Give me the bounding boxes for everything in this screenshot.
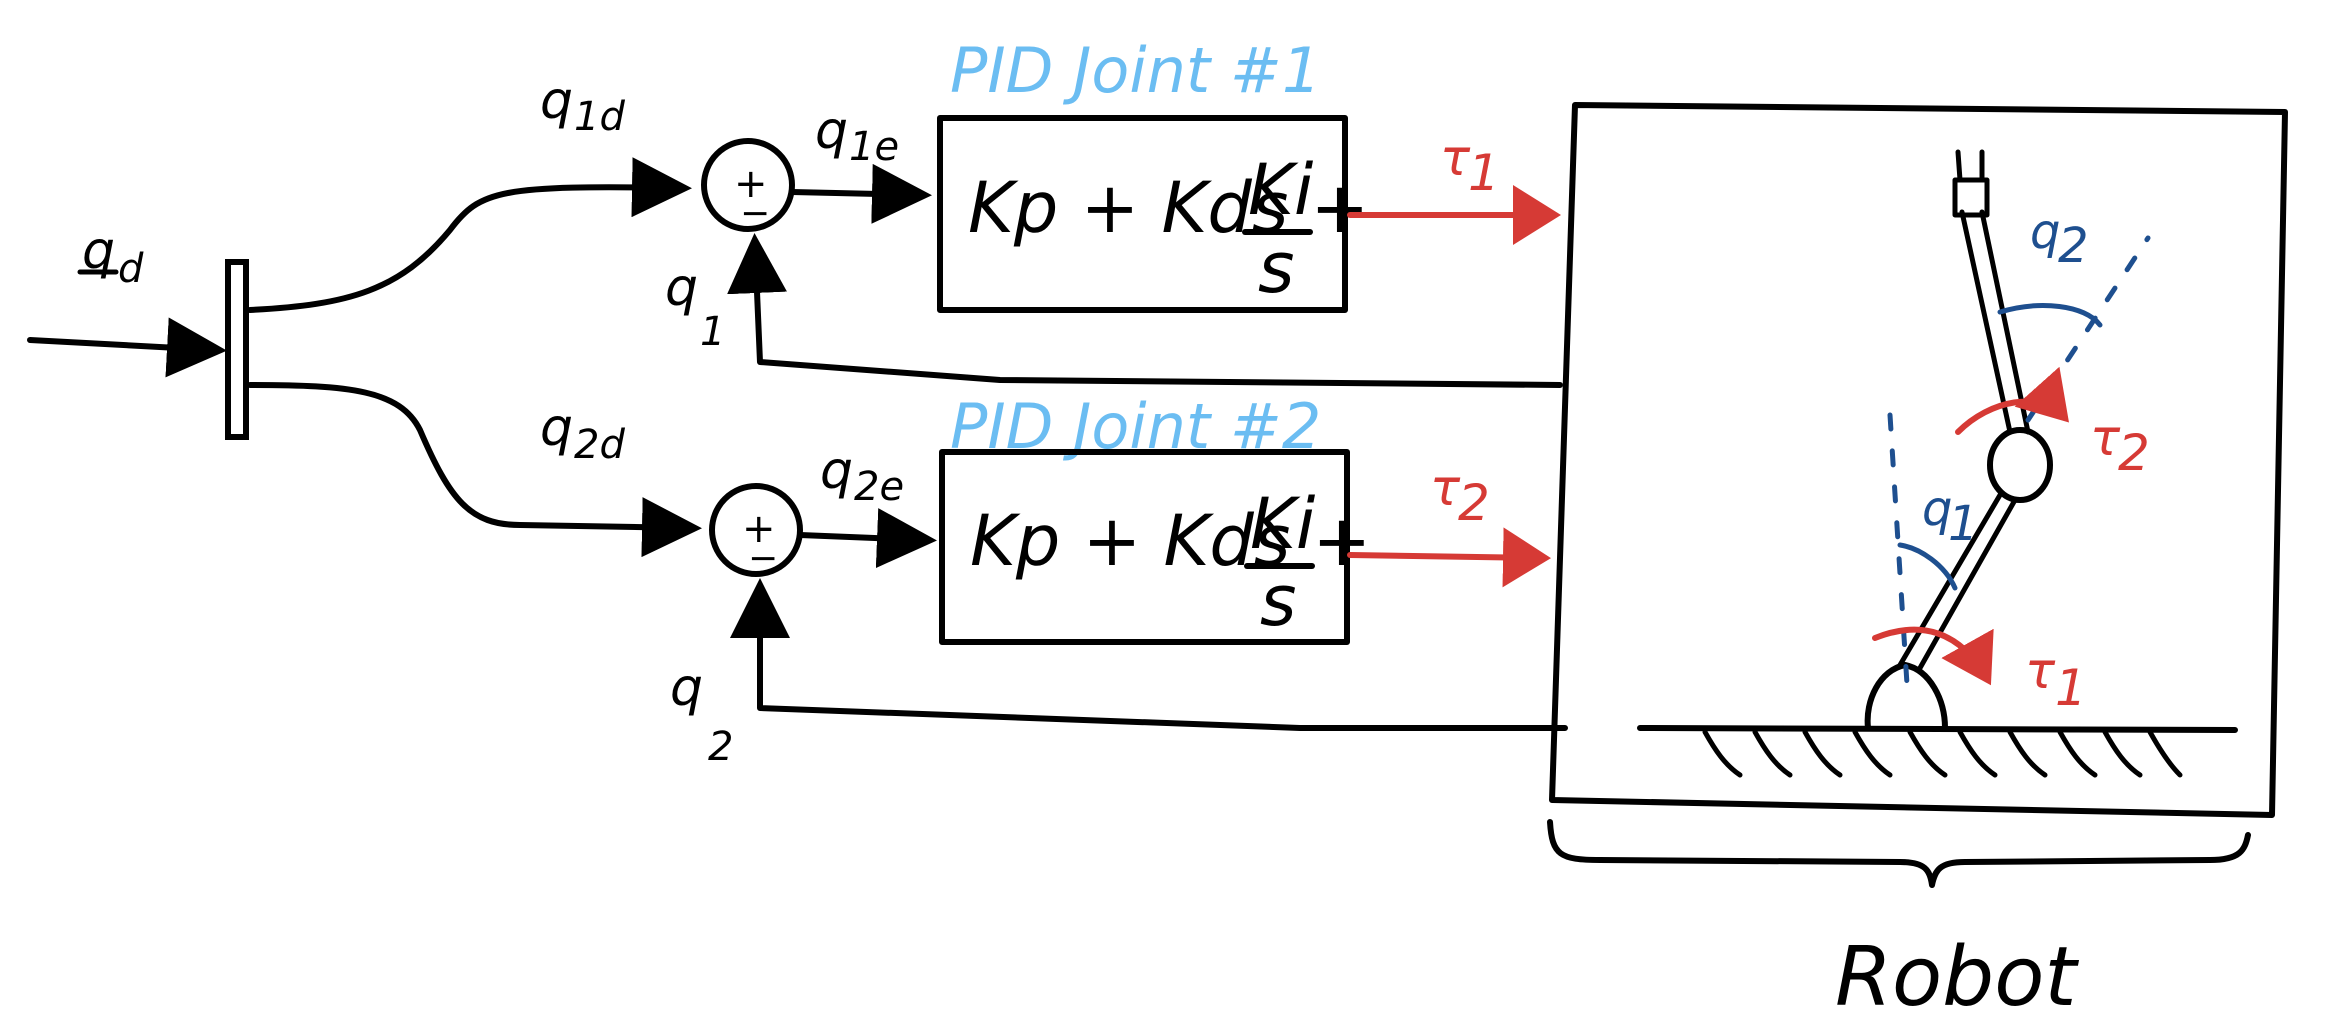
q1-feedback-subscript: 1	[700, 309, 725, 355]
q2-feedback-label: q	[670, 658, 703, 718]
robot-torque1-subscript: 1	[2055, 659, 2087, 717]
summer2-plus: +	[742, 506, 776, 552]
link1-right-edge	[1917, 497, 2018, 671]
demux-bar	[225, 259, 249, 440]
q1d-signal-line	[247, 157, 692, 313]
pid-joint2-block	[939, 449, 1350, 645]
summer2-minus: −	[748, 538, 778, 579]
ground-line	[1637, 725, 2238, 733]
q1d-label: q	[540, 71, 573, 131]
q1-feedback-label: q	[665, 258, 698, 318]
input-vector-label: q d	[77, 221, 144, 292]
q2-angle-arc	[1997, 303, 2103, 328]
torque2-arrow	[1347, 527, 1551, 588]
q1e-label: q	[815, 101, 848, 161]
link2-left-edge	[1959, 209, 2013, 435]
torque2-label: τ	[1430, 459, 1461, 517]
pid-joint1-block	[937, 115, 1348, 313]
robot-torque1-label: τ	[2025, 642, 2056, 700]
input-q-subscript: d	[118, 246, 144, 292]
q1e-subscript: 1e	[849, 124, 899, 170]
robot-brace	[1547, 819, 2251, 888]
q2d-signal-line	[247, 382, 702, 558]
summing-junction-1	[701, 138, 795, 232]
q1-angle-label: q	[1922, 481, 1952, 537]
q1d-subscript: 1d	[574, 94, 625, 140]
robot-torque2-subscript: 2	[2118, 424, 2150, 482]
summer1-plus: +	[734, 161, 768, 207]
q2-angle-subscript: 2	[2058, 218, 2089, 274]
gripper-finger-left	[1955, 149, 1963, 183]
pid2-tf-numerator: Ki	[1250, 483, 1316, 565]
robot-label: Robot	[1835, 930, 2079, 1022]
q1-angle-arc	[1897, 542, 1958, 591]
torque2-joint-arc	[1955, 366, 2070, 435]
ground-hatching	[1702, 729, 2183, 778]
elbow-joint	[1987, 427, 2053, 503]
q2e-signal-line	[797, 508, 937, 569]
q1-reference-line	[1887, 412, 1911, 703]
q2-feedback-line	[730, 578, 1568, 731]
robot-box	[1549, 102, 2288, 818]
pid-joint1-title: PID Joint #1	[950, 34, 1321, 107]
q2-feedback-subscript: 2	[708, 724, 733, 770]
torque2-subscript: 2	[1458, 474, 1490, 532]
q1-feedback-line	[727, 233, 1563, 388]
summer1-minus: −	[740, 193, 770, 234]
q1-angle-subscript: 1	[1948, 496, 1979, 552]
torque1-joint-arc	[1872, 626, 1994, 686]
q2e-label: q	[820, 441, 853, 501]
end-effector	[1952, 177, 1990, 218]
pid1-tf-numerator: Ki	[1248, 149, 1314, 231]
pid2-tf-denominator: s	[1260, 560, 1296, 642]
torque1-label: τ	[1440, 129, 1471, 187]
pid1-tf-terms: Kp + Kds +	[968, 167, 1369, 249]
q2-angle-label: q	[2030, 204, 2060, 260]
q2d-label: q	[540, 398, 573, 458]
q2e-subscript: 2e	[854, 464, 904, 510]
torque1-subscript: 1	[1468, 144, 1500, 202]
input-arrow	[27, 317, 227, 378]
pid1-tf-denominator: s	[1258, 227, 1294, 309]
q1e-signal-line	[789, 163, 932, 224]
summing-junction-2	[709, 483, 803, 577]
robot-torque2-label: τ	[2090, 409, 2121, 467]
q2d-subscript: 2d	[574, 422, 625, 468]
